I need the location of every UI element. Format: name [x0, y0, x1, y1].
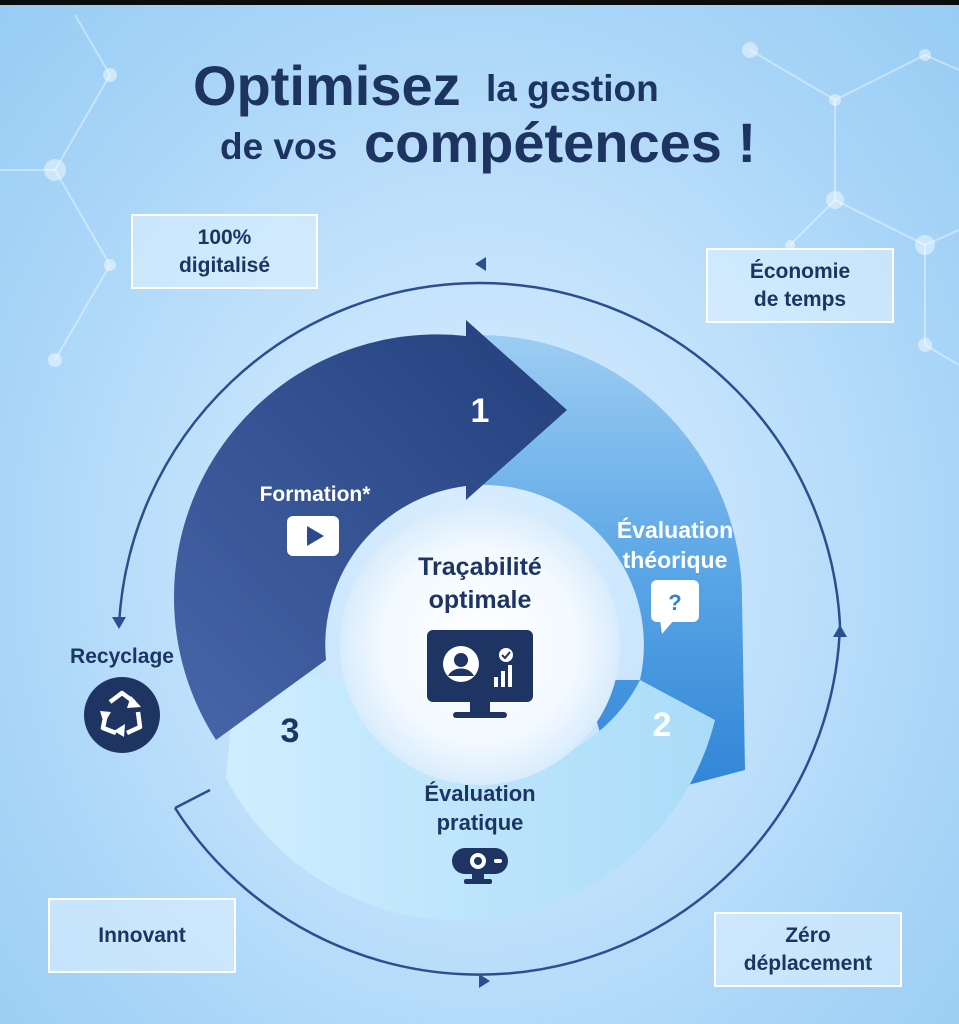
step-2-number: 2: [652, 706, 672, 744]
badge-digitalise: 100% digitalisé: [131, 214, 318, 289]
segment-2: [480, 335, 745, 803]
badge-economie-line-2: de temps: [753, 287, 847, 311]
outer-ring-bottom: [173, 624, 842, 976]
badge-economie-de-temps: Économie de temps: [706, 248, 894, 323]
badge-digitalise-line-1: 100%: [197, 225, 252, 249]
play-icon: [287, 516, 339, 556]
ring-arrow-right: [833, 625, 847, 637]
title-la-gestion: la gestion: [486, 68, 659, 109]
step-1-label: Formation*: [235, 481, 395, 509]
step-2-label: Évaluation théorique: [600, 515, 750, 576]
center-label: Traçabilité optimale: [390, 551, 570, 616]
question-bubble-icon: ?: [651, 580, 699, 634]
segment-1: [173, 320, 567, 740]
step-3-label-line-1: Évaluation: [424, 781, 536, 806]
monitor-user-icon: [427, 630, 533, 718]
badge-innovant-line-1: Innovant: [98, 923, 186, 947]
center-label-line-2: optimale: [428, 585, 532, 614]
step-3-number: 3: [280, 712, 300, 750]
badge-digitalise-line-2: digitalisé: [178, 253, 271, 277]
recycle-label: Recyclage: [70, 645, 174, 668]
title-de-vos: de vos: [220, 126, 338, 167]
outer-ring-top: [117, 281, 842, 626]
top-bar: [0, 0, 959, 5]
step-1-number: 1: [470, 392, 490, 430]
step-1-label-line-1: Formation*: [259, 483, 371, 506]
title-competences: compétences !: [364, 111, 757, 174]
recycle-icon: [84, 677, 160, 753]
badge-innovant: Innovant: [48, 898, 236, 973]
step-3-label-line-2: pratique: [436, 810, 524, 836]
ring-arrow-bottom: [479, 974, 490, 988]
badge-economie-line-1: Économie: [749, 259, 851, 283]
center-label-line-1: Traçabilité: [418, 553, 542, 581]
outer-ring-tail: [174, 788, 211, 810]
badge-zero-deplacement: Zéro déplacement: [714, 912, 902, 987]
step-3-label: Évaluation pratique: [400, 779, 560, 837]
step-2-label-line-2: théorique: [622, 547, 728, 574]
badge-zero-line-1: Zéro: [785, 923, 831, 947]
ring-arrow-top: [475, 257, 486, 271]
segment-3: [226, 650, 715, 921]
svg-text:?: ?: [668, 590, 681, 615]
step-2-label-line-1: Évaluation: [616, 517, 734, 543]
webcam-icon: [452, 848, 508, 884]
badge-zero-line-2: déplacement: [743, 951, 873, 975]
title-optimisez: Optimisez: [193, 54, 461, 117]
ring-arrow-left: [112, 617, 126, 629]
